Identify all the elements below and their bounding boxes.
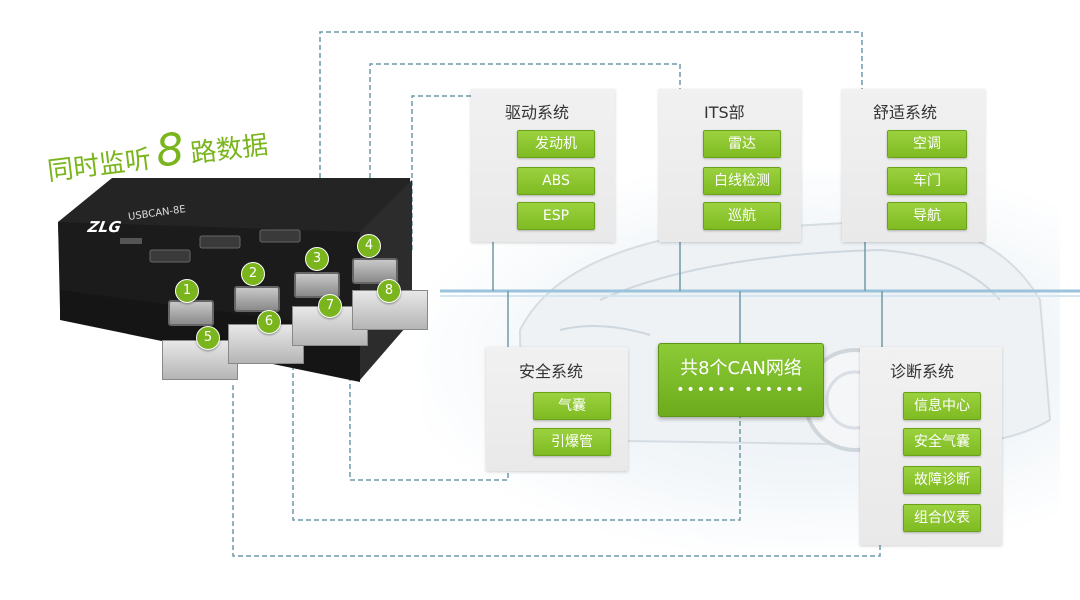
panel-comfort-title: 舒适系统 — [873, 103, 938, 122]
port-badge-4: 4 — [357, 234, 381, 258]
port-badge-7: 7 — [318, 294, 342, 318]
tag-abs: ABS — [517, 167, 595, 195]
tag-radar: 雷达 — [703, 130, 781, 158]
device-logo: ZLG — [84, 218, 125, 236]
center-dots: •••••• •••••• — [676, 382, 806, 398]
tag-instrument-cluster: 组合仪表 — [903, 504, 981, 532]
tag-cruise: 巡航 — [703, 202, 781, 230]
tag-fault-diagnosis: 故障诊断 — [903, 466, 981, 494]
tag-airbag: 气囊 — [533, 392, 611, 420]
port-badge-3: 3 — [305, 247, 329, 271]
center-title: 共8个CAN网络 — [680, 358, 802, 379]
port-badge-5: 5 — [196, 326, 220, 350]
port-badge-1: 1 — [175, 279, 199, 303]
panel-diag-title: 诊断系统 — [890, 362, 955, 381]
port-badge-2: 2 — [241, 262, 265, 286]
tag-detonator: 引爆管 — [533, 428, 611, 456]
tag-esp: ESP — [517, 202, 595, 230]
port-badge-6: 6 — [257, 310, 281, 334]
can-network-summary: 共8个CAN网络 •••••• •••••• — [658, 343, 824, 417]
panel-safety-title: 安全系统 — [519, 362, 584, 381]
tag-lane-detection: 白线检测 — [703, 167, 781, 195]
tag-air-conditioning: 空调 — [887, 130, 967, 158]
panel-its-title: ITS部 — [704, 103, 745, 122]
panel-drive-title: 驱动系统 — [505, 103, 570, 122]
db9-port-1 — [168, 300, 214, 326]
tag-door: 车门 — [887, 167, 967, 195]
db9-port-3 — [294, 272, 340, 298]
tag-navigation: 导航 — [887, 202, 967, 230]
port-badge-8: 8 — [377, 279, 401, 303]
tag-safety-airbag: 安全气囊 — [903, 428, 981, 456]
tag-engine: 发动机 — [517, 130, 595, 158]
db9-port-2 — [234, 286, 280, 312]
tag-info-center: 信息中心 — [903, 392, 981, 420]
